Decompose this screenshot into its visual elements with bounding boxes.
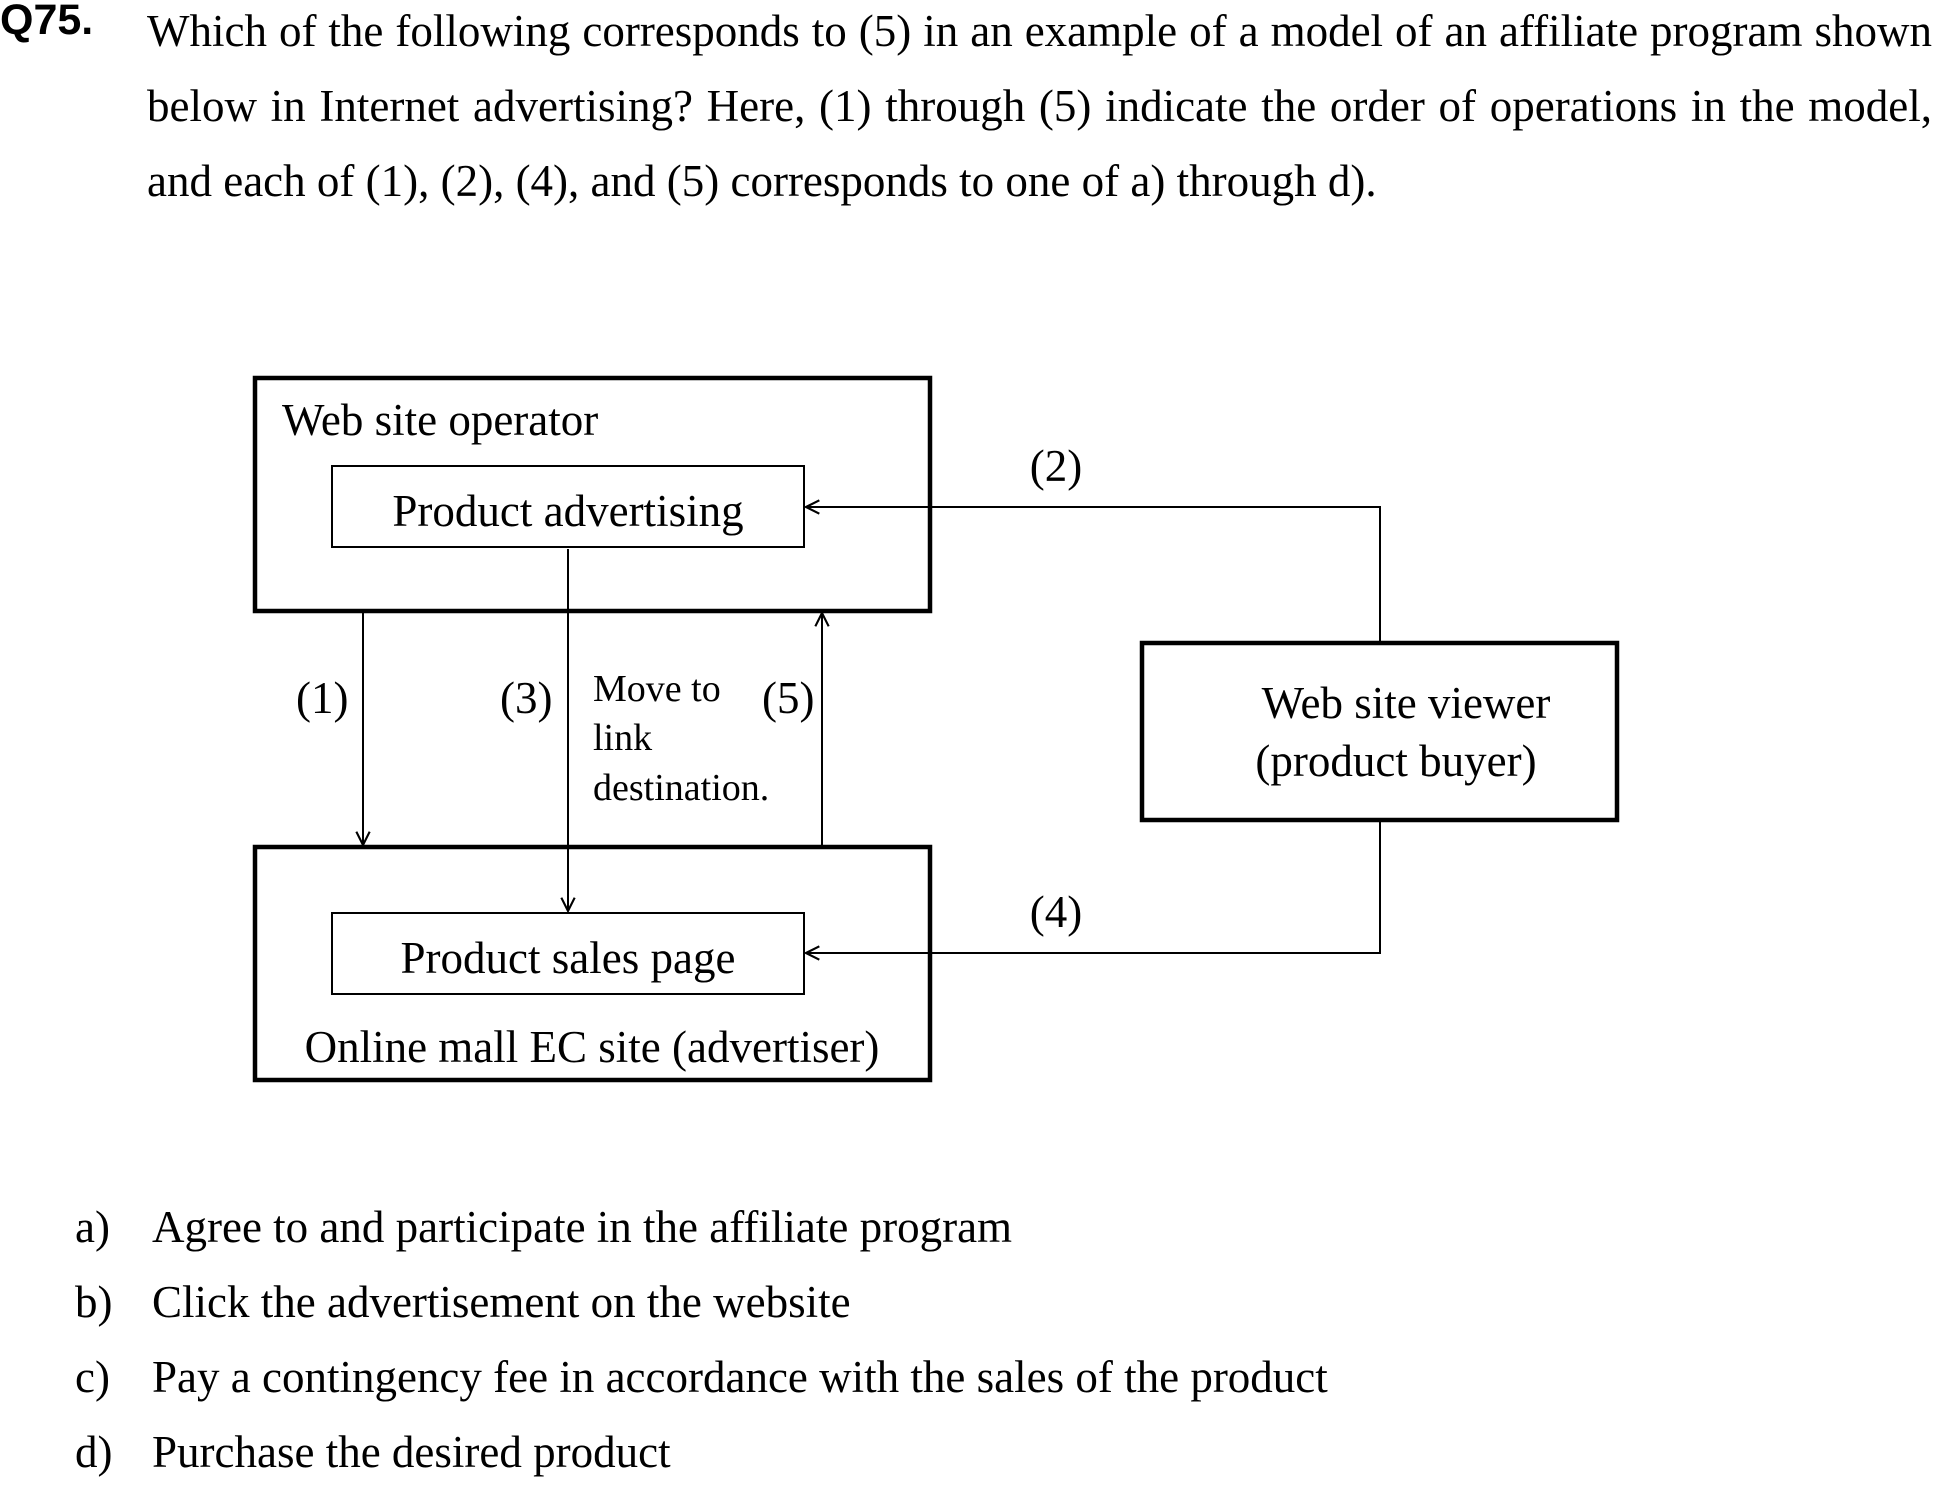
- move-note-line1: Move to: [593, 668, 721, 710]
- arrow-step-2: [806, 507, 1381, 641]
- step-label-3: (3): [500, 673, 552, 723]
- choice-letter: b): [75, 1277, 113, 1327]
- step-label-1: (1): [296, 673, 348, 723]
- step-label-5: (5): [762, 673, 814, 723]
- choice-text: Purchase the desired product: [152, 1427, 671, 1477]
- move-note-line3: destination.: [593, 767, 769, 809]
- choice-letter: c): [75, 1352, 110, 1402]
- operator-title: Web site operator: [282, 395, 598, 445]
- mall-title: Online mall EC site (advertiser): [305, 1022, 880, 1072]
- choice-text: Agree to and participate in the affiliat…: [152, 1202, 1013, 1252]
- choice-letter: d): [75, 1427, 113, 1477]
- question-text: Which of the following corresponds to (5…: [147, 6, 1932, 206]
- choice-c: c) Pay a contingency fee in accordance wi…: [75, 1340, 1875, 1415]
- question-number: Q75.: [0, 0, 94, 44]
- choice-b: b) Click the advertisement on the website: [75, 1265, 1875, 1340]
- product-advertising-label: Product advertising: [392, 486, 743, 536]
- viewer-label-line1: Web site viewer: [1262, 678, 1551, 728]
- move-note-line2: link: [593, 717, 652, 759]
- answer-choices: a) Agree to and participate in the affili…: [75, 1190, 1875, 1490]
- viewer-box: [1139, 640, 1620, 823]
- choice-a: a) Agree to and participate in the affili…: [75, 1190, 1875, 1265]
- operator-box: [252, 375, 933, 614]
- product-sales-page-box: [331, 912, 805, 995]
- choice-text: Click the advertisement on the website: [152, 1277, 851, 1327]
- step-label-2: (2): [1030, 441, 1082, 491]
- choice-letter: a): [75, 1202, 110, 1252]
- product-advertising-box: [331, 465, 805, 548]
- product-sales-page-label: Product sales page: [401, 933, 736, 983]
- step-label-4: (4): [1030, 887, 1082, 937]
- mall-box: [252, 844, 933, 1083]
- viewer-label-line2: (product buyer): [1255, 736, 1536, 786]
- arrow-step-4: [806, 822, 1381, 953]
- choice-text: Pay a contingency fee in accordance with…: [152, 1352, 1328, 1402]
- choice-d: d) Purchase the desired product: [75, 1415, 1875, 1490]
